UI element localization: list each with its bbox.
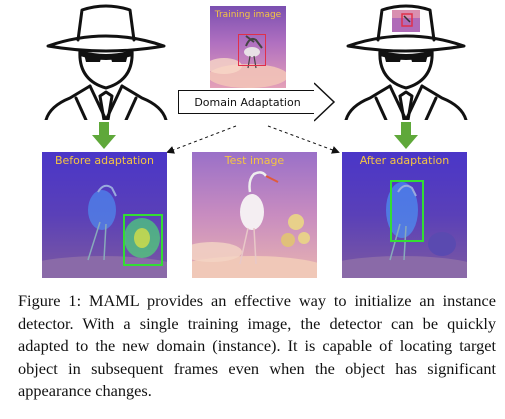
- dashed-arrows: [166, 125, 340, 154]
- before-adaptation-label: Before adaptation: [54, 154, 155, 167]
- detector-right-icon: [344, 4, 468, 120]
- training-image-label: Training image: [214, 10, 282, 20]
- figure-caption: Figure 1: MAML provides an effective way…: [18, 290, 496, 403]
- training-bounding-box: [238, 34, 266, 66]
- detector-left-icon: [44, 4, 168, 120]
- domain-adaptation-label: Domain Adaptation: [194, 95, 301, 109]
- caption-text: Figure 1: MAML provides an effective way…: [18, 291, 496, 400]
- arrow-head-icon: [314, 82, 336, 122]
- after-adaptation-label: After adaptation: [359, 154, 450, 167]
- test-image-label: Test image: [224, 154, 285, 167]
- after-adaptation-image: After adaptation: [342, 152, 467, 278]
- training-image: Training image: [210, 6, 286, 88]
- down-arrow-left-icon: [92, 122, 116, 149]
- before-bounding-box: [123, 214, 163, 266]
- test-image: Test image: [192, 152, 317, 278]
- down-arrow-right-icon: [394, 122, 418, 149]
- after-bounding-box: [390, 180, 424, 242]
- domain-adaptation-arrow: Domain Adaptation: [178, 90, 316, 114]
- before-adaptation-image: Before adaptation: [42, 152, 167, 278]
